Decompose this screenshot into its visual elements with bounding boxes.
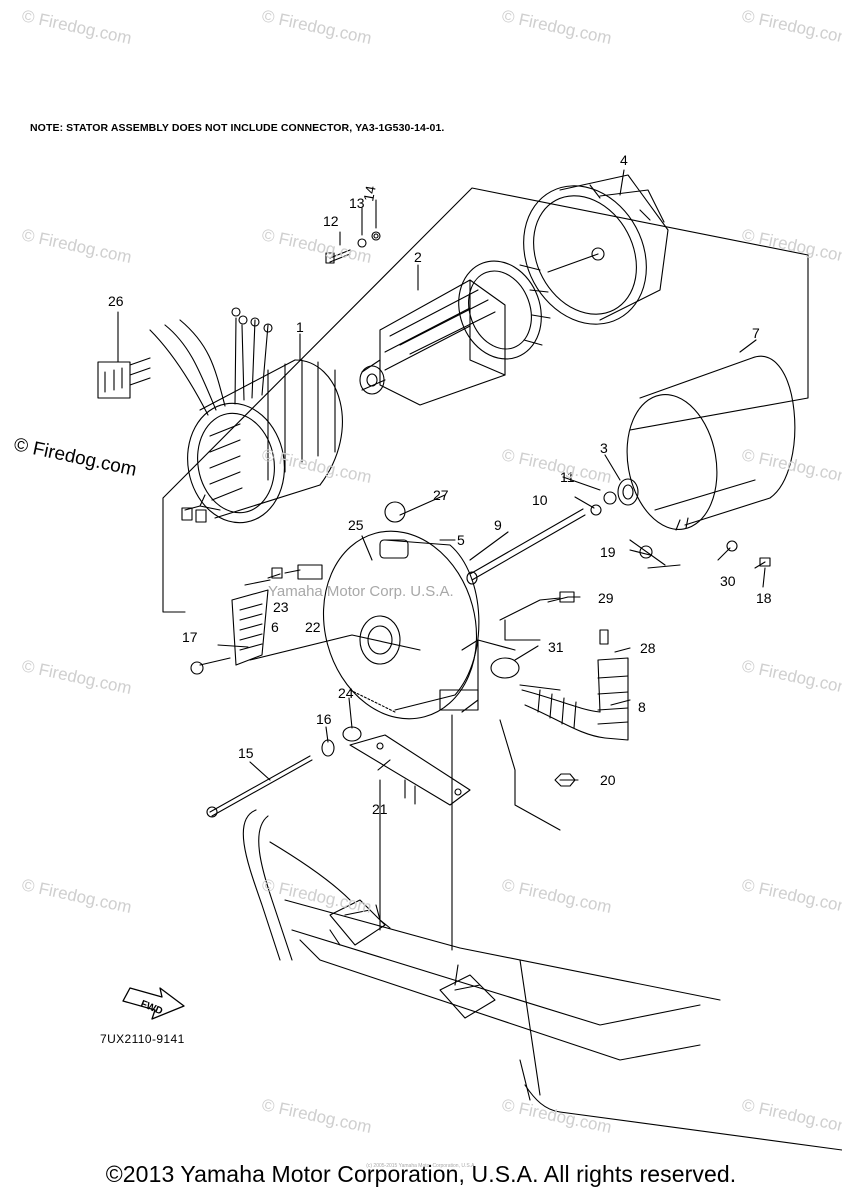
part-5-bracket (322, 530, 480, 720)
callout-16: 16 (316, 711, 332, 727)
fwd-label: FWD (139, 999, 164, 1018)
callout-18: 18 (756, 590, 772, 606)
callout-19: 19 (600, 544, 616, 560)
callout-14: 14 (360, 184, 378, 202)
part-8-boot (521, 629, 629, 741)
watermark-yamaha: Yamaha Motor Corp. U.S.A. (268, 583, 454, 600)
callout-2: 2 (414, 249, 422, 265)
callout-20: 20 (600, 772, 616, 788)
callout-23: 23 (273, 599, 289, 615)
callout-6: 6 (271, 619, 279, 635)
callout-11: 11 (560, 469, 575, 485)
part-26-connector (97, 357, 151, 399)
callout-13: 13 (349, 195, 365, 211)
callout-12: 12 (323, 213, 339, 229)
callout-29: 29 (598, 590, 614, 606)
part-7-cover-band (626, 355, 796, 531)
callout-3: 3 (600, 440, 608, 456)
frame (242, 809, 842, 1151)
callout-9: 9 (494, 517, 502, 533)
part-2-rotor (359, 260, 551, 406)
callout-26: 26 (108, 293, 124, 309)
callout-21: 21 (372, 801, 388, 817)
assembly-outline (162, 187, 809, 613)
callout-31: 31 (548, 639, 564, 655)
fine-print: (c) 2005-2015 Yamaha Motor Corporation, … (366, 1163, 476, 1169)
stator-note: NOTE: STATOR ASSEMBLY DOES NOT INCLUDE C… (30, 122, 445, 134)
copyright-footer: ©2013 Yamaha Motor Corporation, U.S.A. A… (105, 1161, 737, 1187)
callout-30: 30 (720, 573, 736, 589)
part-1-stator (149, 307, 343, 524)
part-21-mount-plate (349, 734, 471, 806)
callout-4: 4 (620, 152, 628, 168)
part-4-end-cover (523, 174, 669, 325)
fasteners (190, 231, 771, 818)
callout-15: 15 (238, 745, 254, 761)
callout-25: 25 (348, 517, 364, 533)
callout-labels: 1 2 3 4 5 6 7 8 9 10 11 12 13 14 15 16 1… (108, 152, 772, 817)
callout-24: 24 (338, 685, 354, 701)
callout-5: 5 (457, 532, 465, 548)
callout-1: 1 (296, 319, 304, 335)
callout-22: 22 (305, 619, 321, 635)
callout-28: 28 (640, 640, 656, 656)
part-9-through-bolt (469, 508, 586, 581)
callout-7: 7 (752, 325, 760, 341)
callout-27: 27 (433, 487, 449, 503)
figure-code: 7UX2110-9141 (100, 1032, 185, 1046)
callout-17: 17 (182, 629, 198, 645)
part-6-fin-cover (231, 589, 269, 666)
fwd-arrow (122, 987, 185, 1020)
callout-8: 8 (638, 699, 646, 715)
callout-10: 10 (532, 492, 548, 508)
